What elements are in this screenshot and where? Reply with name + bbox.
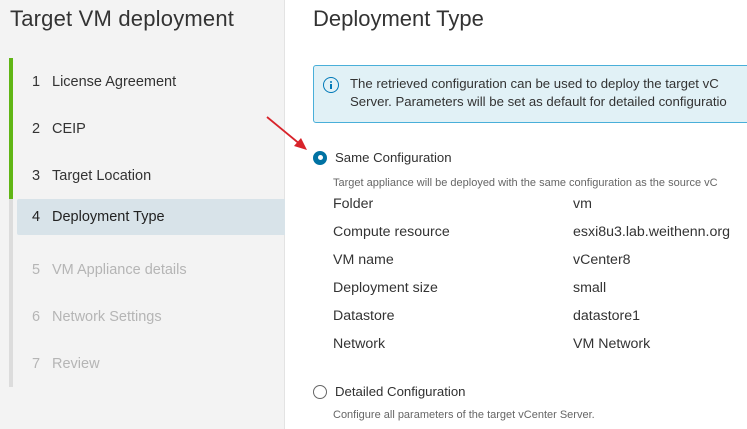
radio-button-checked[interactable] (313, 150, 327, 165)
step-number: 5 (32, 261, 41, 278)
step-network-settings: 6 Network Settings (9, 293, 285, 340)
step-label: Deployment Type (52, 209, 165, 225)
source-config-details: Folder vm Compute resource esxi8u3.lab.w… (333, 190, 747, 358)
detailed-configuration-radio[interactable]: Detailed Configuration (313, 384, 466, 399)
step-label: Target Location (52, 167, 152, 184)
step-progress-bar (9, 199, 13, 246)
wizard-nav: Target VM deployment 1 License Agreement… (0, 0, 285, 429)
step-number: 7 (32, 355, 41, 372)
detail-key: Datastore (333, 308, 395, 324)
detailed-configuration-help: Configure all parameters of the target v… (333, 409, 595, 421)
radio-button-unchecked[interactable] (313, 384, 327, 399)
info-alert: The retrieved configuration can be used … (313, 65, 747, 123)
step-label: Review (52, 355, 100, 372)
step-vm-appliance-details: 5 VM Appliance details (9, 246, 285, 293)
step-progress-bar (9, 293, 13, 340)
step-label: License Agreement (52, 73, 177, 90)
same-configuration-radio[interactable]: Same Configuration (313, 150, 452, 165)
step-number: 6 (32, 308, 41, 325)
detail-key: Network (333, 336, 386, 352)
step-progress-bar (9, 340, 13, 387)
detail-value: esxi8u3.lab.weithenn.org (573, 224, 730, 240)
wizard-title: Target VM deployment (10, 6, 235, 31)
step-deployment-type[interactable]: 4 Deployment Type (9, 199, 285, 246)
step-number: 2 (32, 120, 41, 137)
same-configuration-help: Target appliance will be deployed with t… (333, 177, 718, 189)
step-number: 4 (32, 209, 41, 225)
info-line-1: The retrieved configuration can be used … (350, 76, 719, 91)
detail-value: VM Network (573, 336, 651, 352)
step-label: CEIP (52, 120, 86, 137)
detail-value: vm (573, 196, 592, 212)
page-title: Deployment Type (313, 6, 484, 31)
detail-value: vCenter8 (573, 252, 631, 268)
detail-key: Deployment size (333, 280, 438, 296)
step-number: 1 (32, 73, 41, 90)
detail-row: Datastore datastore1 (333, 302, 747, 330)
detail-row: Deployment size small (333, 274, 747, 302)
detail-key: Folder (333, 196, 374, 212)
step-ceip[interactable]: 2 CEIP (9, 105, 285, 152)
step-progress-bar (9, 246, 13, 293)
step-progress-bar (9, 105, 13, 152)
detail-row: Network VM Network (333, 330, 747, 358)
red-arrow-icon (266, 116, 307, 150)
detail-row: Folder vm (333, 190, 747, 218)
step-license-agreement[interactable]: 1 License Agreement (9, 58, 285, 105)
same-configuration-label: Same Configuration (335, 150, 452, 165)
detail-value: datastore1 (573, 308, 641, 324)
detail-row: VM name vCenter8 (333, 246, 747, 274)
detail-row: Compute resource esxi8u3.lab.weithenn.or… (333, 218, 747, 246)
detailed-configuration-label: Detailed Configuration (335, 384, 466, 399)
step-progress-bar (9, 58, 13, 105)
step-label: VM Appliance details (52, 261, 187, 278)
step-review: 7 Review (9, 340, 285, 387)
step-target-location[interactable]: 3 Target Location (9, 152, 285, 199)
detail-value: small (573, 280, 607, 296)
info-alert-text: The retrieved configuration can be used … (350, 75, 727, 111)
detail-key: Compute resource (333, 224, 450, 240)
step-number: 3 (32, 167, 41, 184)
step-progress-bar (9, 152, 13, 199)
step-label: Network Settings (52, 308, 162, 325)
info-circle-icon (323, 77, 339, 93)
wizard-steps: 1 License Agreement 2 CEIP 3 Target Loca… (9, 58, 285, 387)
detail-key: VM name (333, 252, 394, 268)
info-line-2: Server. Parameters will be set as defaul… (350, 94, 727, 109)
